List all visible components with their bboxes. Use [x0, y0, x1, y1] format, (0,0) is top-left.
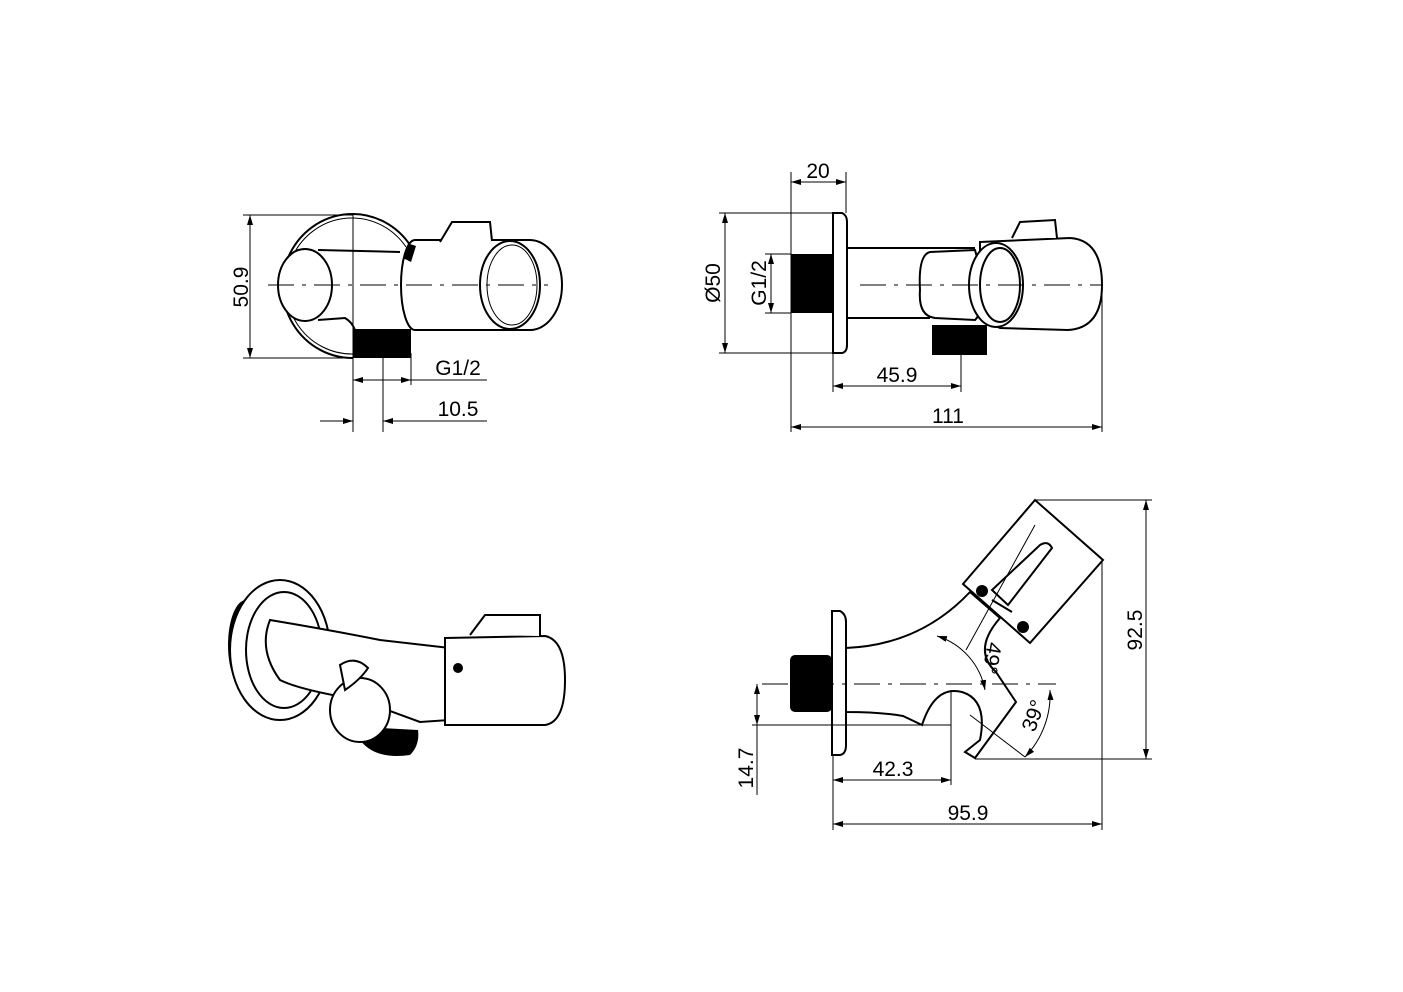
- dim-thread-label: G1/2: [748, 260, 771, 306]
- body-arm: [845, 590, 1018, 760]
- dim-flange-diameter-label: Ø50: [702, 263, 725, 303]
- dim-total-height-label: 92.5: [1124, 610, 1147, 651]
- isometric-view: [228, 579, 567, 756]
- dim-total-length-label: 111: [932, 405, 964, 428]
- wall-flange-outline: [281, 213, 411, 360]
- dim-outlet-distance-label: 45.9: [877, 364, 918, 387]
- dim-total-length-label: 95.9: [948, 802, 989, 825]
- lever-tab: [439, 221, 493, 243]
- side-view: 20 Ø50 G1/2 45.9 111: [702, 160, 1104, 432]
- wall-flange: [831, 610, 847, 756]
- thread-outlet: [353, 329, 411, 358]
- dim-offset-label: 10.5: [438, 398, 479, 421]
- dim-outlet-offset-label: 14.7: [735, 748, 758, 789]
- front-view: 50.9 G1/2 10.5: [230, 213, 563, 432]
- dim-thread-label: G1/2: [435, 357, 481, 380]
- lever-tab: [469, 614, 541, 636]
- dim-outlet-distance-label: 42.3: [873, 758, 914, 781]
- thread-outlet: [932, 325, 987, 355]
- connector-knob: [329, 677, 391, 743]
- thread-inlet: [791, 254, 833, 313]
- dim-flange-depth-label: 20: [806, 160, 829, 183]
- holder-head: [400, 239, 563, 331]
- holder-head: [444, 634, 567, 726]
- angle-lower-label: 39°: [1018, 697, 1050, 735]
- angle-upper-label: 49°: [977, 640, 1005, 675]
- angled-view: 49° 39° 92.5 14.7 42.3 95.9: [735, 498, 1152, 830]
- dim-height-label: 50.9: [230, 267, 253, 308]
- wall-flange: [832, 212, 848, 354]
- lever-tab: [1011, 218, 1058, 239]
